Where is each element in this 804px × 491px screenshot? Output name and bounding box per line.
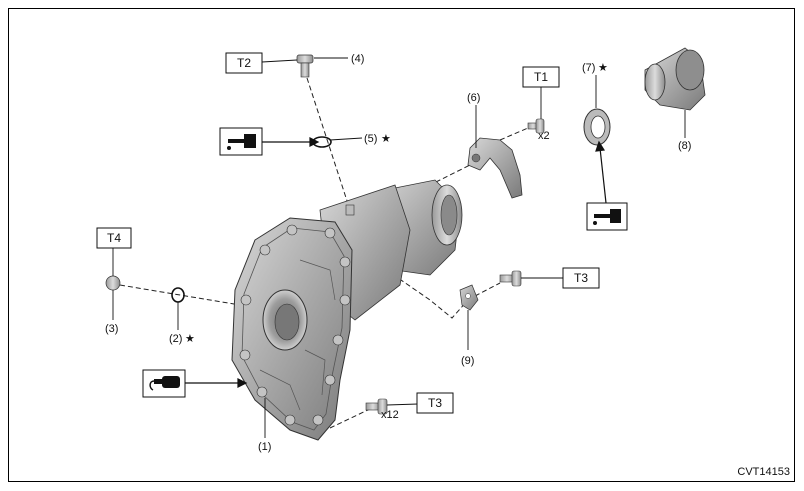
part-label-3: (3) <box>105 323 118 335</box>
star-mark-2: ★ <box>185 333 195 345</box>
torque-label-t3-lower: T3 <box>428 396 442 410</box>
oil-seal-7 <box>583 108 611 146</box>
plug-3 <box>105 275 121 291</box>
torque-box-t3-upper: T3 <box>562 267 600 289</box>
transfer-case-housing <box>231 179 463 441</box>
part-label-2: (2) <box>169 333 182 345</box>
sealant-tube-icon <box>142 369 186 398</box>
star-mark-7: ★ <box>598 62 608 74</box>
plug-bolt-4 <box>296 54 314 78</box>
torque-box-t2: T2 <box>225 52 263 74</box>
part-label-1: (1) <box>258 441 271 453</box>
assembly-lines <box>119 77 529 429</box>
bolt-t1 <box>527 118 545 134</box>
clip-9 <box>459 284 479 311</box>
part-label-9: (9) <box>461 355 474 367</box>
torque-box-t1: T1 <box>522 66 560 88</box>
leader-lines <box>112 57 686 438</box>
figure-code: CVT14153 <box>737 466 790 478</box>
oil-can-icon <box>219 127 263 156</box>
torque-label-t2: T2 <box>237 56 251 70</box>
torque-box-t4: T4 <box>96 227 132 249</box>
quantity-x12: x12 <box>381 409 399 421</box>
oil-can-icon <box>586 202 628 231</box>
torque-box-t3-lower: T3 <box>416 392 454 414</box>
indicator-arrows <box>185 137 607 388</box>
diagram-frame <box>8 8 795 482</box>
part-label-7: (7) <box>582 62 595 74</box>
bolt-t3-lower <box>365 398 388 415</box>
torque-label-t3-upper: T3 <box>574 271 588 285</box>
star-mark-5: ★ <box>381 133 391 145</box>
part-label-4: (4) <box>351 53 364 65</box>
torque-label-t1: T1 <box>534 70 548 84</box>
part-label-5: (5) <box>364 133 377 145</box>
bracket <box>467 137 523 199</box>
dust-cover-8 <box>644 47 706 111</box>
part-label-8: (8) <box>678 140 691 152</box>
part-label-6: (6) <box>467 92 480 104</box>
bolt-t3-upper <box>499 270 522 287</box>
quantity-x2: x2 <box>538 130 550 142</box>
torque-label-t4: T4 <box>107 231 121 245</box>
